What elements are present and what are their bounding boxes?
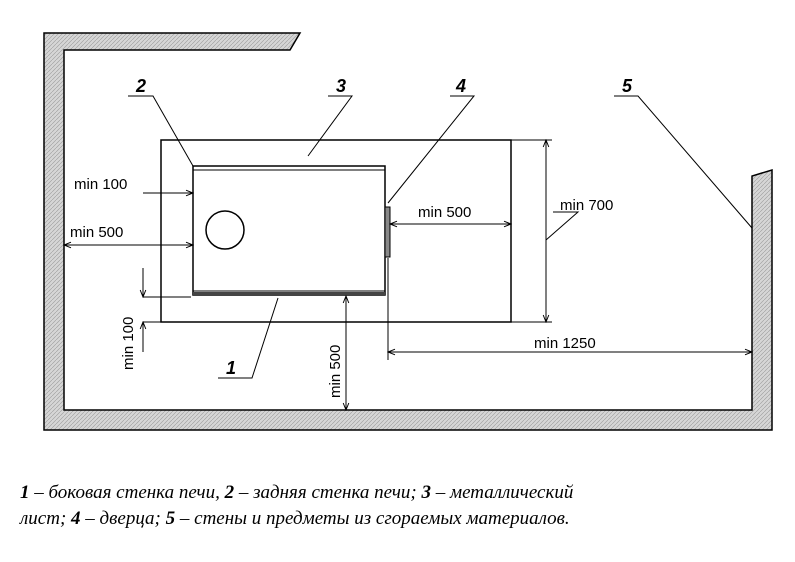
legend-text: – дверца; [80,508,166,529]
legend-line-1: 1 – боковая стенка печи, 2 – задняя стен… [20,480,780,506]
legend-num: 3 [421,482,431,503]
dim-sheet-depth-label: min 700 [560,197,613,214]
dim-door-sheet-label: min 500 [418,204,471,221]
dim-back-wall-label: min 500 [70,224,123,241]
stove [192,165,391,296]
legend-text: – задняя стенка печи; [234,482,422,503]
metal-sheet [160,139,512,323]
chimney-outlet [205,210,245,250]
dim-side-gap-label: min 100 [120,317,137,370]
callout-5: 5 [622,76,633,96]
legend-text: – металлический [430,482,574,503]
callout-2: 2 [135,76,146,96]
stove-door [384,206,391,258]
legend-num: 1 [20,482,30,503]
stove-clearance-diagram: min 100 min 500 min 500 min 700 min 100 … [43,32,773,431]
legend-text: лист; [20,508,72,529]
legend-num: 4 [71,508,81,529]
dim-door-wall-label: min 1250 [534,335,596,352]
combustible-walls [43,32,773,431]
legend-num: 2 [224,482,235,503]
dim-back-gap-label: min 100 [74,176,127,193]
legend-caption: 1 – боковая стенка печи, 2 – задняя стен… [20,480,780,532]
legend-num: 5 [165,508,176,529]
legend-text: – стены и предметы из сгораемых материал… [175,508,570,529]
legend-text: – боковая стенка печи, [29,482,225,503]
legend-line-2: лист; 4 – дверца; 5 – стены и предметы и… [20,506,780,532]
callout-3: 3 [336,76,346,96]
callout-4: 4 [455,76,466,96]
callout-1: 1 [226,358,236,378]
dim-side-wall-label: min 500 [327,345,344,398]
